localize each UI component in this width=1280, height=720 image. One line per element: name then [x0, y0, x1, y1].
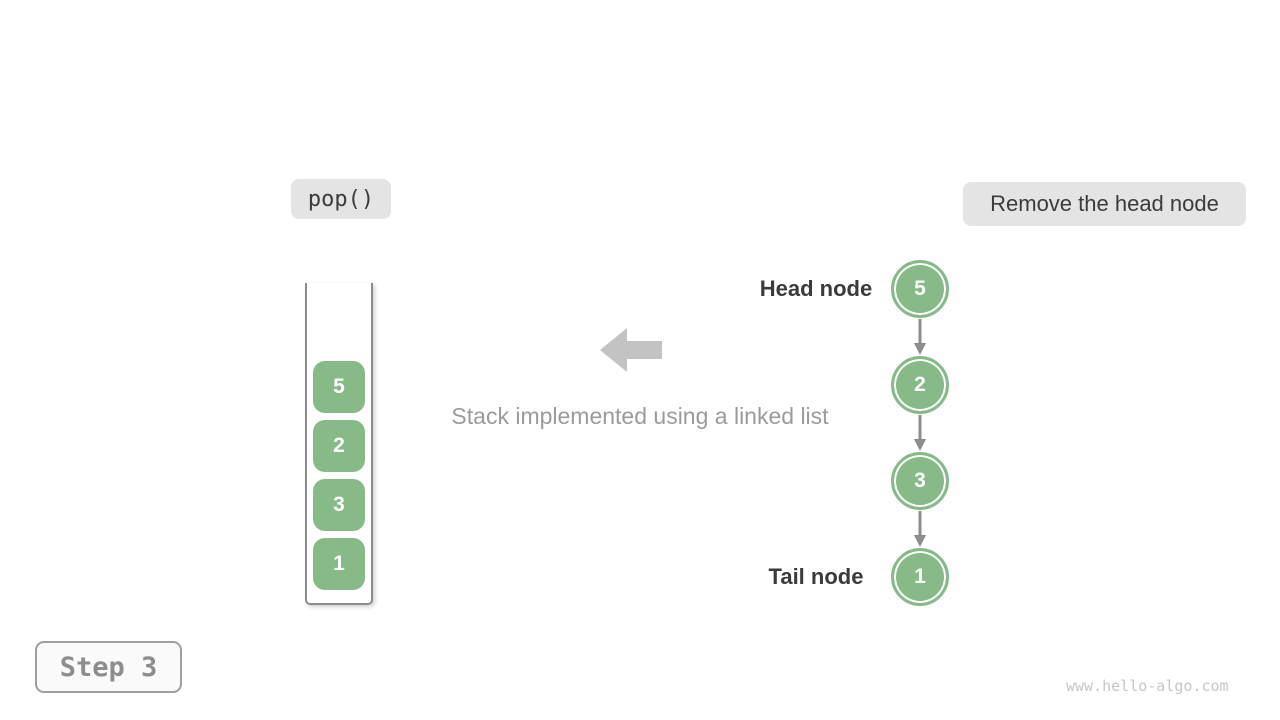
stack-item: 5 [313, 361, 365, 413]
stack-item: 1 [313, 538, 365, 590]
tail-node-label: Tail node [768, 564, 864, 589]
stack-item: 2 [313, 420, 365, 472]
linked-list-node: 1 [891, 548, 949, 606]
action-description-badge: Remove the head node [963, 182, 1246, 226]
left-block-arrow-icon [600, 328, 662, 372]
down-arrow-icon [914, 319, 926, 355]
pop-operation-badge: pop() [291, 179, 391, 219]
stack-container: 5 2 3 1 [305, 283, 373, 605]
caption-text: Stack implemented using a linked list [451, 403, 829, 429]
down-arrow-icon [914, 511, 926, 547]
step-indicator: Step 3 [35, 641, 182, 693]
down-arrow-icon [914, 415, 926, 451]
stack-item: 3 [313, 479, 365, 531]
linked-list-node: 3 [891, 452, 949, 510]
action-description-label: Remove the head node [990, 191, 1219, 216]
linked-list-node: 5 [891, 260, 949, 318]
pop-operation-label: pop() [307, 186, 375, 212]
head-node-label: Head node [759, 276, 873, 301]
watermark-text: www.hello-algo.com [1066, 677, 1229, 695]
step-indicator-label: Step 3 [59, 651, 158, 683]
linked-list-node: 2 [891, 356, 949, 414]
